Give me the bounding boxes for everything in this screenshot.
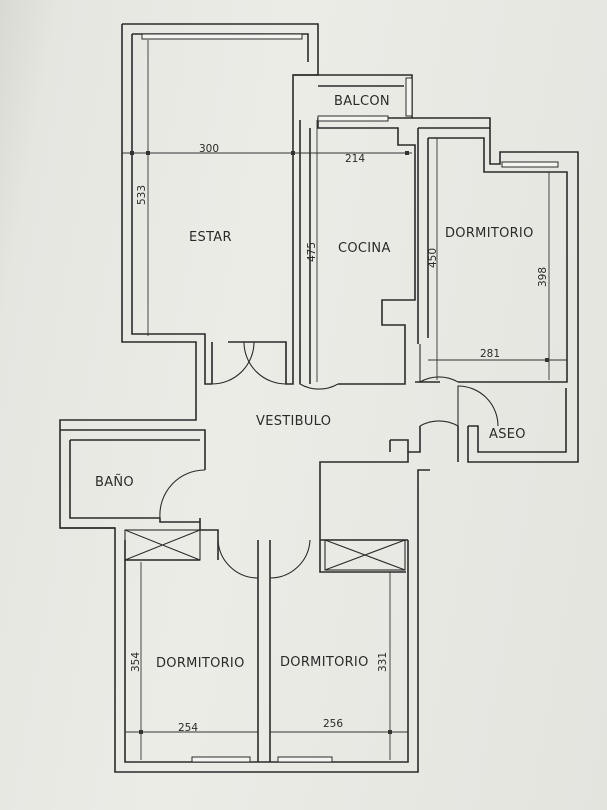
label-dormitorio-1: DORMITORIO bbox=[445, 226, 534, 241]
doors bbox=[159, 341, 499, 579]
walls bbox=[59, 23, 579, 773]
room-labels: ESTAR BALCON COCINA DORMITORIO VESTIBULO… bbox=[95, 94, 534, 671]
door-aseo bbox=[457, 385, 499, 427]
label-dormitorio-3: DORMITORIO bbox=[280, 655, 369, 670]
label-estar: ESTAR bbox=[189, 230, 232, 245]
door-estar-right bbox=[243, 341, 287, 385]
label-bano: BAÑO bbox=[95, 474, 134, 490]
closets bbox=[124, 529, 406, 571]
door-vestibulo-aseo bbox=[419, 420, 459, 427]
window-cocina bbox=[317, 115, 389, 122]
dim-dormitorio-1-width: 281 bbox=[480, 348, 500, 360]
window-balcon bbox=[405, 77, 413, 117]
door-bano bbox=[159, 469, 206, 519]
label-aseo: ASEO bbox=[489, 427, 526, 442]
door-estar-left bbox=[211, 341, 255, 385]
window-dormitorio-3 bbox=[277, 756, 333, 763]
door-dormitorio-3 bbox=[269, 539, 311, 579]
window-dormitorio-1 bbox=[501, 161, 559, 168]
label-balcon: BALCON bbox=[334, 94, 390, 109]
dim-dormitorio-3-height: 331 bbox=[377, 652, 389, 672]
door-dormitorio-1 bbox=[419, 344, 459, 383]
dim-dormitorio-3-width: 256 bbox=[323, 718, 343, 730]
window-dormitorio-2 bbox=[191, 756, 251, 763]
door-dormitorio-2 bbox=[217, 539, 259, 579]
closet-left bbox=[124, 529, 201, 561]
label-cocina: COCINA bbox=[338, 241, 391, 256]
door-cocina bbox=[299, 342, 339, 390]
window-estar bbox=[141, 33, 303, 40]
dimension-labels: 300 214 533 475 450 398 281 354 331 254 … bbox=[130, 143, 549, 734]
windows bbox=[141, 33, 559, 763]
label-vestibulo: VESTIBULO bbox=[256, 414, 331, 429]
dim-dormitorio-2-height: 354 bbox=[130, 652, 142, 672]
label-dormitorio-2: DORMITORIO bbox=[156, 656, 245, 671]
closet-right bbox=[324, 539, 406, 571]
dim-cocina-height: 475 bbox=[306, 242, 318, 262]
dimension-lines bbox=[122, 40, 567, 760]
dim-estar-height: 533 bbox=[136, 185, 148, 205]
dim-dormitorio-1-height: 450 bbox=[427, 248, 439, 268]
dim-estar-width: 300 bbox=[199, 143, 219, 155]
dim-dormitorio-2-width: 254 bbox=[178, 722, 198, 734]
dim-cocina-width: 214 bbox=[345, 153, 365, 165]
dim-dormitorio-1-inner-height: 398 bbox=[537, 267, 549, 287]
